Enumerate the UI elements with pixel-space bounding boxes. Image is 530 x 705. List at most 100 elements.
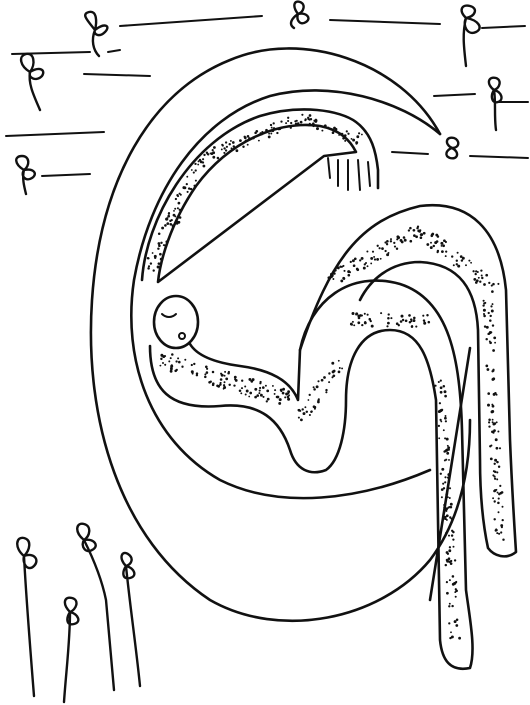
stipple-dot (448, 579, 451, 582)
stipple-dot (204, 373, 207, 376)
stipple-dot (446, 515, 448, 517)
stipple-dot (204, 375, 207, 379)
stipple-dot (363, 312, 366, 315)
stipple-dot (147, 265, 151, 268)
stipple-dot (442, 244, 445, 248)
stipple-dot (373, 258, 377, 261)
stipple-dot (446, 496, 449, 499)
stipple-dot (455, 624, 459, 627)
stipple-dot (317, 380, 320, 383)
stipple-dot (242, 145, 245, 149)
stipple-dot (497, 430, 500, 433)
stipple-dot (286, 395, 290, 399)
inner-curve (130, 89, 442, 500)
stipple-dot (498, 492, 501, 496)
stipple-dot (481, 276, 484, 280)
stipple-dot (181, 365, 184, 368)
stipple-dot (280, 120, 283, 123)
stipple-dot (493, 489, 496, 493)
stipple-dot (241, 379, 244, 382)
stipple-dot (178, 216, 182, 219)
stipple-dot (455, 263, 458, 266)
stipple-dot (443, 503, 446, 507)
stipple-dot (248, 137, 251, 140)
stipple-dot (264, 384, 267, 387)
stipple-dot (147, 257, 150, 260)
stipple-dot (452, 530, 455, 534)
stipple-dot (193, 184, 196, 188)
stipple-dot (307, 399, 310, 401)
stipple-dot (259, 386, 262, 390)
stipple-dot (491, 418, 494, 421)
stipple-dot (302, 412, 306, 416)
stipple-dot (356, 135, 360, 139)
stipple-dot (444, 255, 447, 258)
stipple-dot (337, 267, 340, 270)
stipple-dot (294, 122, 298, 125)
stipple-dot (232, 145, 236, 148)
stipple-dot (486, 368, 490, 371)
stipple-dot (157, 232, 161, 236)
stipple-dot (225, 377, 229, 381)
stipple-dot (158, 244, 161, 248)
stipple-dot (384, 241, 387, 244)
stipple-dot (448, 549, 452, 553)
stipple-dot (301, 113, 304, 116)
stipple-dot (447, 557, 451, 560)
stipple-dot (271, 384, 274, 387)
stipple-dot (256, 394, 260, 397)
stipple-dot (274, 389, 277, 392)
stipple-dot (482, 304, 485, 307)
stipple-dot (475, 270, 478, 273)
stipple-dot (224, 370, 227, 373)
stipple-dot (211, 149, 214, 152)
stipple-dot (350, 138, 353, 140)
stipple-dot (248, 395, 251, 398)
stipple-dot (480, 274, 483, 277)
stipple-dot (235, 149, 239, 153)
stipple-dot (244, 385, 247, 388)
line-right-1 (433, 93, 476, 97)
stipple-dot (409, 239, 413, 243)
stipple-dot (174, 207, 177, 210)
stipple-dot (171, 353, 174, 356)
stipple-dot (491, 430, 494, 434)
stipple-dot (355, 312, 359, 316)
stipple-dot (342, 136, 345, 140)
stipple-dot (479, 280, 482, 283)
stipple-dot (368, 317, 371, 320)
stipple-dot (308, 114, 312, 117)
stipple-dot (339, 265, 342, 268)
stipple-dot (314, 119, 318, 123)
stipple-dot (444, 437, 447, 440)
stipple-dot (175, 222, 179, 225)
stipple-dot (500, 524, 504, 527)
stipple-dot (331, 274, 334, 277)
stipple-dot (186, 190, 189, 193)
stipple-dot (395, 247, 399, 251)
stipple-dot (440, 241, 444, 245)
figure-legs (298, 203, 518, 558)
stipple-dot (366, 313, 369, 316)
stipple-dot (304, 406, 307, 409)
stipple-dot (364, 321, 367, 324)
stipple-dot (381, 247, 384, 250)
stipple-dot (268, 132, 271, 135)
stipple-dot (251, 378, 255, 382)
stipple-dot (360, 133, 363, 136)
stipple-dot (312, 124, 315, 128)
stipple-dot (496, 471, 499, 474)
stipple-dot (343, 134, 347, 137)
stipple-dot (287, 116, 290, 119)
stipple-dot (408, 314, 411, 317)
line-left-3 (83, 73, 151, 77)
stipple-dot (490, 309, 494, 313)
stipple-dot (174, 197, 178, 201)
stipple-dot (325, 391, 328, 394)
stipple-dot (338, 367, 341, 369)
stipple-dot (151, 252, 154, 254)
stipple-dot (448, 534, 450, 537)
stipple-dot (474, 272, 477, 276)
stipple-dot (491, 303, 494, 306)
